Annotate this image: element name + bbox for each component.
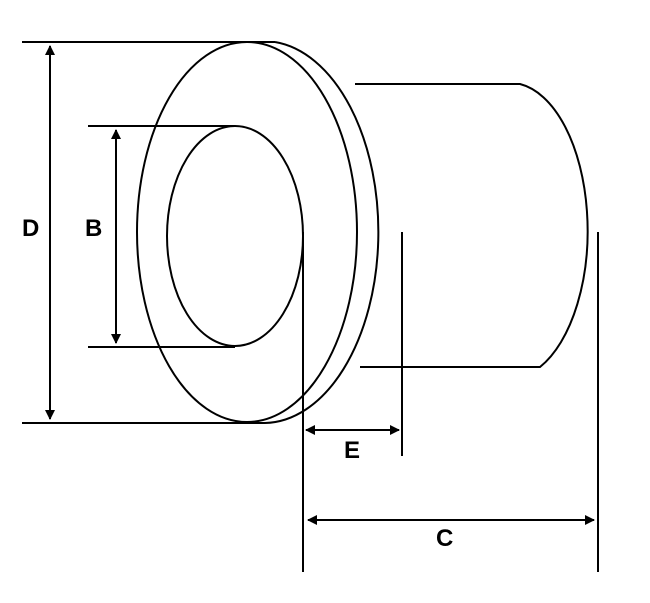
dimension-e: E xyxy=(305,425,400,464)
label-e: E xyxy=(344,437,360,464)
dimension-d: D xyxy=(22,41,275,424)
cylinder-body xyxy=(355,83,589,368)
flange-back-edge xyxy=(264,41,380,424)
label-b: B xyxy=(85,215,102,242)
dimension-c: C xyxy=(307,515,595,552)
label-d: D xyxy=(22,215,39,242)
bore xyxy=(166,125,304,347)
flange-front-face xyxy=(136,41,358,423)
label-c: C xyxy=(436,525,453,552)
dimension-b: B xyxy=(85,125,235,348)
